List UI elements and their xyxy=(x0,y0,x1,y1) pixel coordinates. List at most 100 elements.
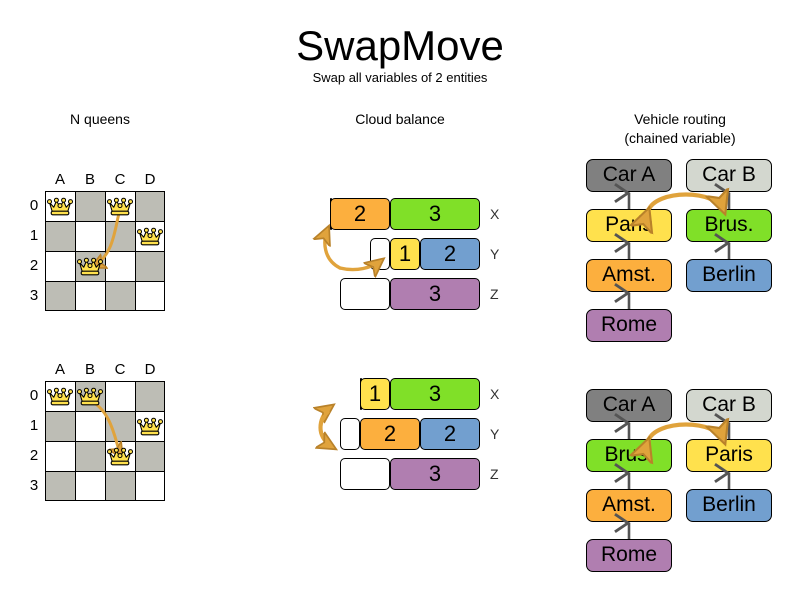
section-heading-nqueens: N queens xyxy=(70,111,130,127)
cloud-computer-row-z[interactable]: 3 xyxy=(300,278,480,310)
board-cell-b1[interactable] xyxy=(75,221,105,251)
cloud-computer-label-x: X xyxy=(490,206,500,222)
cloud-process-z-1[interactable]: 3 xyxy=(390,458,480,490)
board-rank-label-2: 2 xyxy=(29,447,39,464)
board-cell-b3[interactable] xyxy=(75,471,105,501)
cloud-computer-label-y: Y xyxy=(490,246,500,262)
queen-c2[interactable] xyxy=(105,441,135,471)
chessboard-before[interactable]: A B C D 0 1 2 3 xyxy=(30,172,165,311)
cloud-process-x-2[interactable]: 3 xyxy=(390,378,480,410)
board-cell-b3[interactable] xyxy=(75,281,105,311)
cloud-process-y-2[interactable]: 2 xyxy=(420,418,480,450)
board-cell-b2[interactable] xyxy=(75,441,105,471)
board-gridline-horizontal xyxy=(45,471,165,472)
queen-b2[interactable] xyxy=(75,251,105,281)
cloud-computer-label-z: Z xyxy=(490,466,499,482)
cloud-computer-label-y: Y xyxy=(490,426,500,442)
page-title: SwapMove xyxy=(296,22,504,69)
board-file-label-c: C xyxy=(114,361,126,378)
board-cell-a2[interactable] xyxy=(45,251,75,281)
cloud-computer-row-z[interactable]: 3 xyxy=(300,458,480,490)
vrp-node-berlin[interactable]: Berlin xyxy=(686,259,772,292)
board-cell-c2[interactable] xyxy=(105,251,135,281)
board-cell-b1[interactable] xyxy=(75,411,105,441)
cloud-process-x-2[interactable]: 3 xyxy=(390,198,480,230)
vrp-chain-arrows xyxy=(614,182,731,309)
board-cell-a2[interactable] xyxy=(45,441,75,471)
cloud-free-capacity-y xyxy=(370,238,390,270)
swap-arrow-vrp xyxy=(648,425,724,442)
cloud-process-x-1[interactable]: 1 xyxy=(360,378,390,410)
board-file-label-d: D xyxy=(144,171,156,188)
board-cell-d0[interactable] xyxy=(135,381,165,411)
board-gridline-horizontal xyxy=(45,251,165,252)
board-file-label-a: A xyxy=(54,171,65,188)
board-cell-d2[interactable] xyxy=(135,251,165,281)
vrp-node-amst[interactable]: Amst. xyxy=(586,259,672,292)
vrp-node-rome[interactable]: Rome xyxy=(586,539,672,572)
board-cell-a1[interactable] xyxy=(45,411,75,441)
board-cell-c3[interactable] xyxy=(105,471,135,501)
board-cell-d3[interactable] xyxy=(135,281,165,311)
vrp-node-amst[interactable]: Amst. xyxy=(586,489,672,522)
cloud-computer-label-x: X xyxy=(490,386,500,402)
cloud-process-y-1[interactable]: 2 xyxy=(360,418,420,450)
vrp-node-berlin[interactable]: Berlin xyxy=(686,489,772,522)
vrp-node-rome[interactable]: Rome xyxy=(586,309,672,342)
board-cell-d0[interactable] xyxy=(135,191,165,221)
board-cell-d2[interactable] xyxy=(135,441,165,471)
cloud-free-capacity-z xyxy=(340,278,390,310)
vrp-node-cara[interactable]: Car A xyxy=(586,389,672,422)
board-file-label-c: C xyxy=(114,171,126,188)
board-gridline-vertical xyxy=(135,191,136,311)
board-cell-b0[interactable] xyxy=(75,191,105,221)
queen-d1[interactable] xyxy=(135,411,165,441)
cloud-computer-label-z: Z xyxy=(490,286,499,302)
page-subtitle: Swap all variables of 2 entities xyxy=(312,70,488,85)
vrp-heading-line1: Vehicle routing xyxy=(634,111,726,127)
cloud-process-x-1[interactable]: 2 xyxy=(330,198,390,230)
chessboard-after[interactable]: A B C D 0 1 2 3 xyxy=(30,362,165,501)
cloud-process-y-2[interactable]: 2 xyxy=(420,238,480,270)
board-cell-c1[interactable] xyxy=(105,411,135,441)
board-cell-c1[interactable] xyxy=(105,221,135,251)
board-cell-a3[interactable] xyxy=(45,281,75,311)
board-cell-c3[interactable] xyxy=(105,281,135,311)
cloud-free-capacity-y xyxy=(340,418,360,450)
vrp-node-cara[interactable]: Car A xyxy=(586,159,672,192)
board-file-label-a: A xyxy=(54,361,65,378)
board-cell-a1[interactable] xyxy=(45,221,75,251)
board-file-label-b: B xyxy=(84,361,95,378)
queen-d1[interactable] xyxy=(135,221,165,251)
board-rank-label-3: 3 xyxy=(29,287,39,304)
board-file-label-d: D xyxy=(144,361,156,378)
board-rank-label-3: 3 xyxy=(29,477,39,494)
board-rank-label-0: 0 xyxy=(29,197,39,214)
board-cell-c0[interactable] xyxy=(105,381,135,411)
board-rank-label-1: 1 xyxy=(29,417,39,434)
board-cell-d3[interactable] xyxy=(135,471,165,501)
queen-a0[interactable] xyxy=(45,191,75,221)
board-file-label-b: B xyxy=(84,171,95,188)
cloud-process-y-1[interactable]: 1 xyxy=(390,238,420,270)
board-cell-a3[interactable] xyxy=(45,471,75,501)
board-gridline-horizontal xyxy=(45,281,165,282)
queen-c0[interactable] xyxy=(105,191,135,221)
section-heading-cloud-balance: Cloud balance xyxy=(355,111,445,127)
section-heading-vehicle-routing: Vehicle routing (chained variable) xyxy=(580,110,780,148)
vrp-chain-arrows xyxy=(614,412,731,539)
queen-a0[interactable] xyxy=(45,381,75,411)
cloud-process-z-1[interactable]: 3 xyxy=(390,278,480,310)
board-rank-label-0: 0 xyxy=(29,387,39,404)
queen-b0[interactable] xyxy=(75,381,105,411)
board-rank-label-2: 2 xyxy=(29,257,39,274)
vrp-heading-line2: (chained variable) xyxy=(624,130,736,146)
board-rank-label-1: 1 xyxy=(29,227,39,244)
swap-arrow-vrp xyxy=(648,195,724,212)
cloud-free-capacity-z xyxy=(340,458,390,490)
